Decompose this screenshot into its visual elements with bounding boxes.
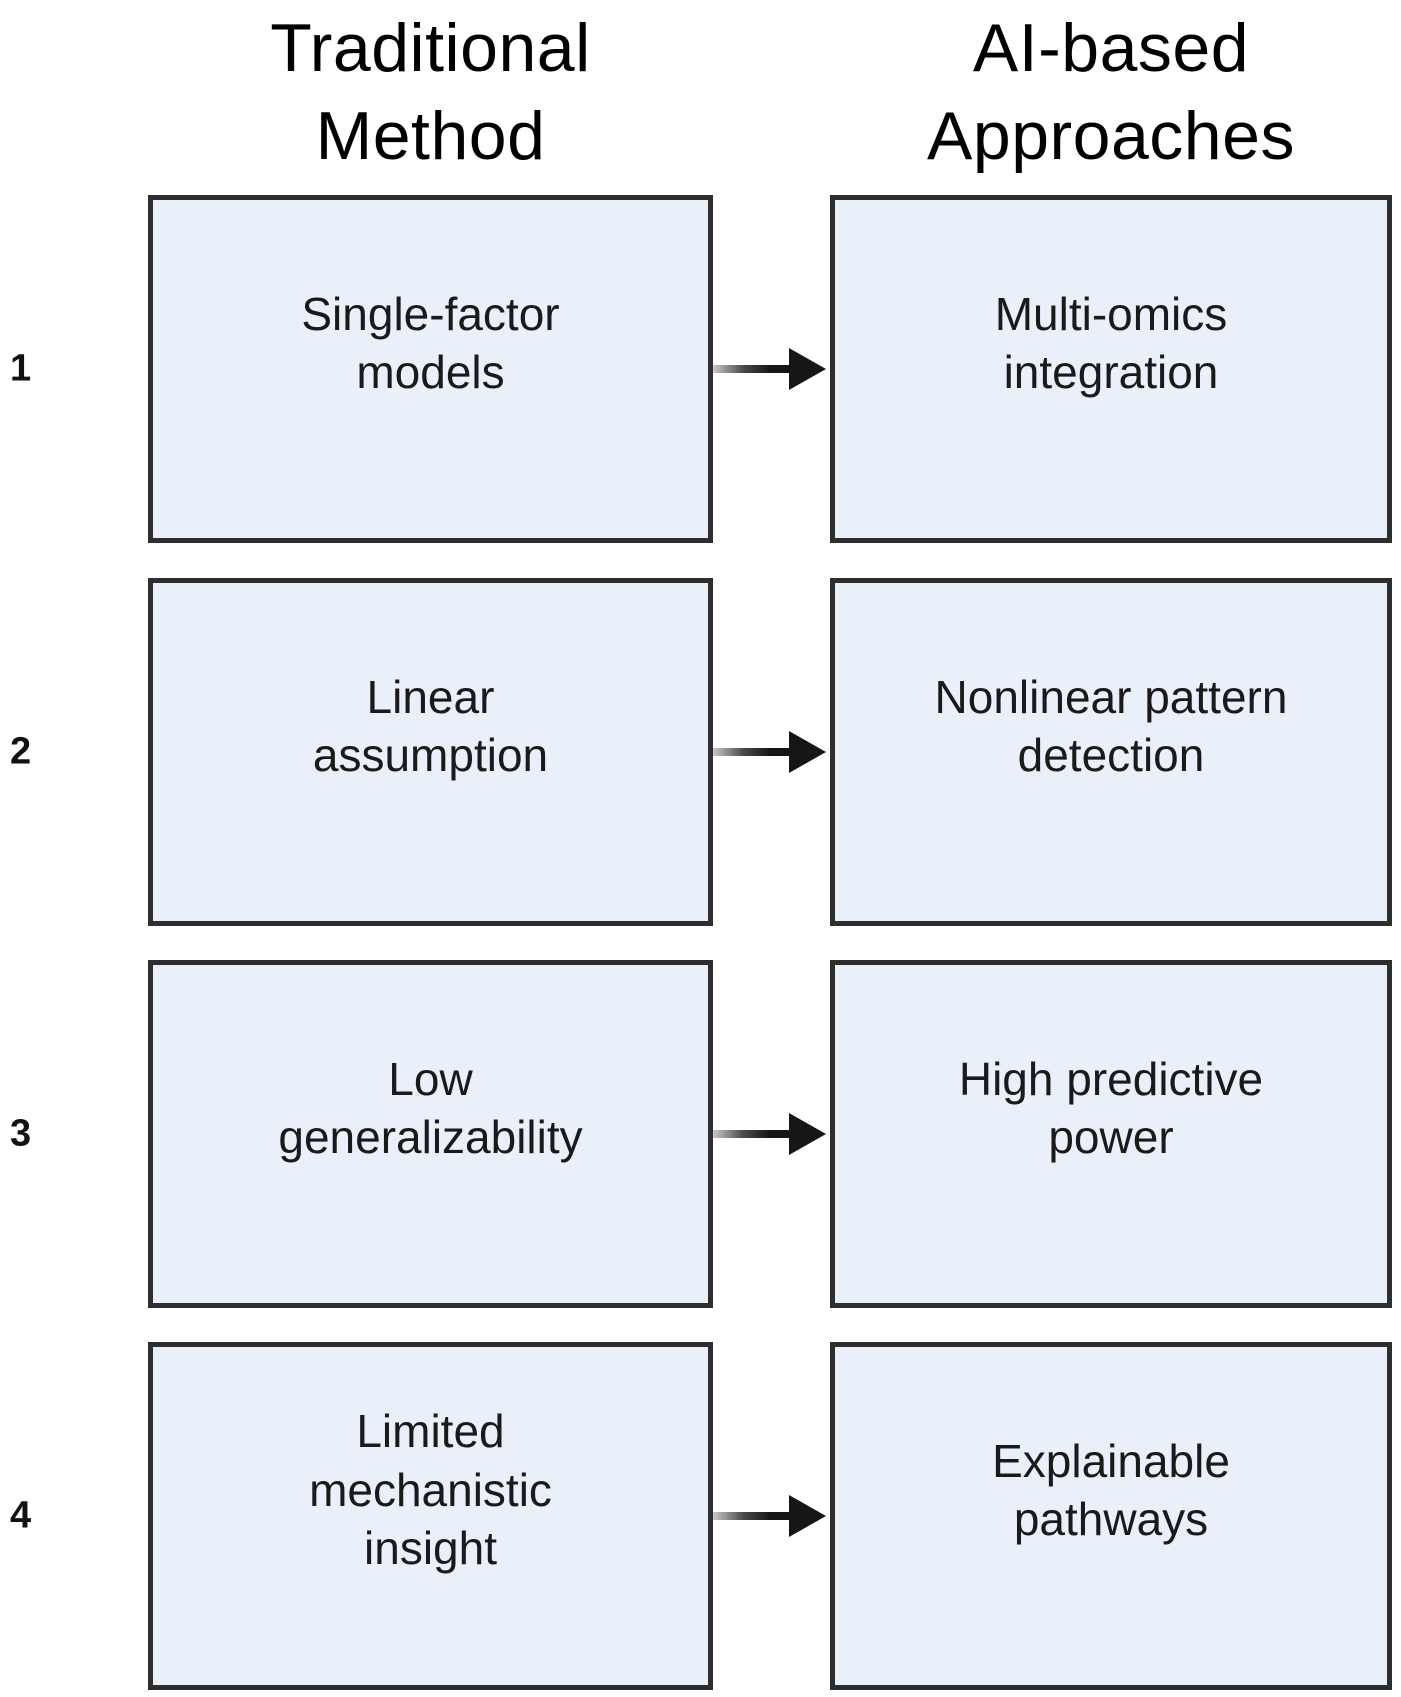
right-arrow-icon (713, 1113, 826, 1155)
right-arrow-icon (713, 348, 826, 390)
arrow-head (789, 1495, 826, 1537)
row-number: 2 (10, 730, 32, 773)
arrow-shaft (713, 365, 789, 373)
comparison-row-4: 4 Limited mechanistic insight Explainabl… (0, 1342, 1401, 1690)
ai-approach-box: Explainable pathways (830, 1342, 1392, 1690)
box-label: Linear assumption (312, 670, 549, 781)
box-label: Multi-omics integration (994, 287, 1228, 398)
box-label: Explainable pathways (992, 1434, 1230, 1545)
column-header-ai: AI-based Approaches (927, 10, 1295, 175)
box-label: Limited mechanistic insight (309, 1405, 552, 1575)
box-label: High predictive power (958, 1052, 1264, 1163)
right-arrow-icon (713, 731, 826, 773)
row-number: 3 (10, 1112, 32, 1155)
ai-approach-box: High predictive power (830, 960, 1392, 1308)
traditional-method-box: Single-factor models (148, 195, 713, 543)
row-number: 1 (10, 347, 32, 390)
comparison-row-3: 3 Low generalizability High predictive p… (0, 960, 1401, 1308)
comparison-row-2: 2 Linear assumption Nonlinear pattern de… (0, 578, 1401, 926)
arrow-head (789, 731, 826, 773)
comparison-row-1: 1 Single-factor models Multi-omics integ… (0, 195, 1401, 543)
traditional-method-box: Low generalizability (148, 960, 713, 1308)
arrow-shaft (713, 748, 789, 756)
arrow-head (789, 1113, 826, 1155)
ai-approach-box: Nonlinear pattern detection (830, 578, 1392, 926)
box-label: Single-factor models (301, 287, 560, 398)
arrow-shaft (713, 1130, 789, 1138)
arrow-head (789, 348, 826, 390)
ai-approach-box: Multi-omics integration (830, 195, 1392, 543)
traditional-method-box: Linear assumption (148, 578, 713, 926)
traditional-method-box: Limited mechanistic insight (148, 1342, 713, 1690)
arrow-shaft (713, 1512, 789, 1520)
column-header-traditional: Traditional Method (270, 10, 591, 175)
box-label: Nonlinear pattern detection (934, 670, 1288, 781)
box-label: Low generalizability (278, 1052, 583, 1163)
right-arrow-icon (713, 1495, 826, 1537)
row-number: 4 (10, 1494, 32, 1537)
